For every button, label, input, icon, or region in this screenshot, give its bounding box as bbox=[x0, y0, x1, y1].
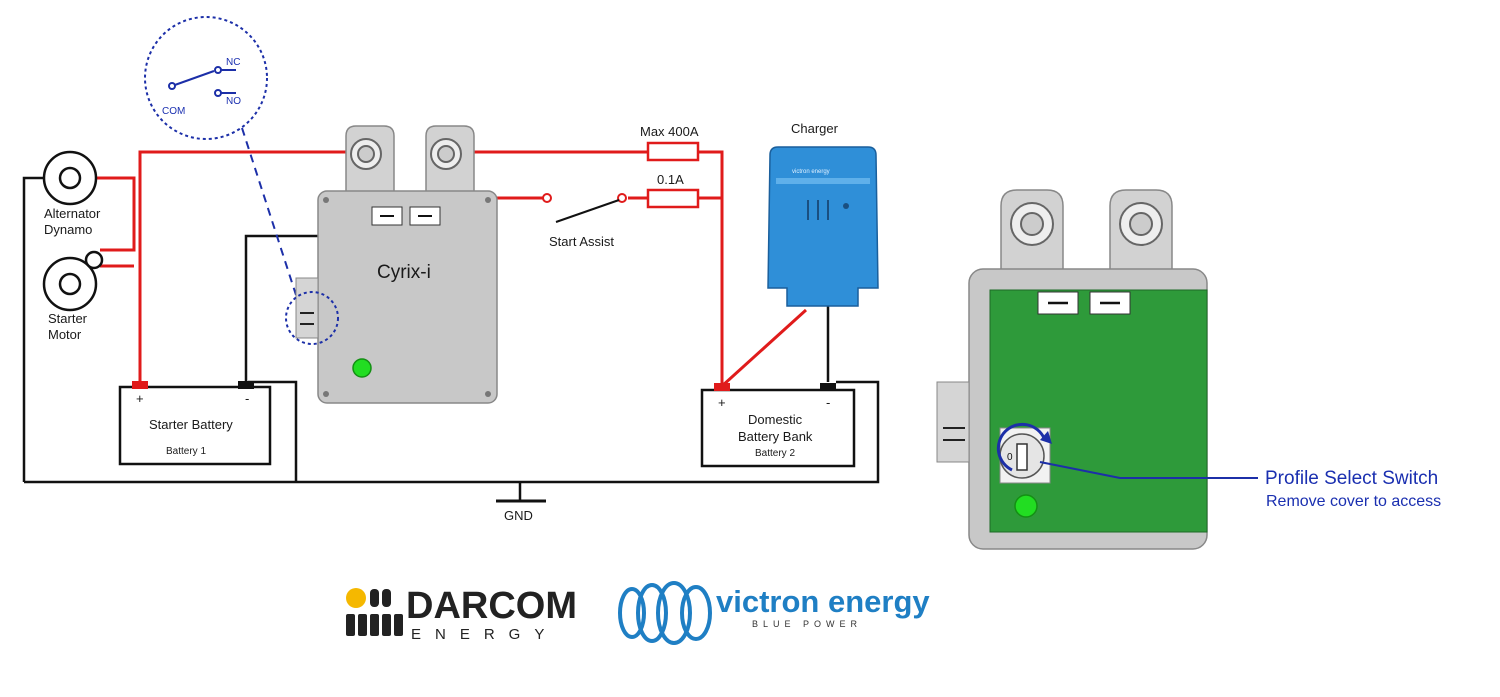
starter-battery-sub: Battery 1 bbox=[166, 446, 206, 457]
profile-switch-knob-label: 0 bbox=[1007, 452, 1013, 463]
charger-label: Charger bbox=[791, 121, 839, 136]
main-fuse bbox=[646, 141, 700, 162]
main-fuse-label: Max 400A bbox=[640, 124, 699, 139]
alternator-label-2: Dynamo bbox=[44, 222, 92, 237]
darcom-logo: DARCOM ENERGY bbox=[346, 585, 577, 643]
darcom-logo-text: DARCOM bbox=[406, 585, 577, 627]
starter-motor-label-1: Starter bbox=[48, 311, 88, 326]
alternator-label-1: Alternator bbox=[44, 206, 101, 221]
starter-battery bbox=[118, 381, 272, 466]
alternator-symbol bbox=[42, 150, 98, 206]
relay-contact-inset: NC NO COM bbox=[144, 16, 297, 296]
starter-motor-symbol bbox=[42, 250, 104, 312]
relay-com-label: COM bbox=[162, 106, 185, 117]
domestic-battery-minus: - bbox=[826, 395, 830, 410]
domestic-battery-line2: Battery Bank bbox=[738, 429, 813, 444]
domestic-battery-line1: Domestic bbox=[748, 412, 803, 427]
start-assist-switch bbox=[542, 193, 627, 223]
profile-switch-title: Profile Select Switch bbox=[1265, 468, 1438, 489]
charger-brand: victron energy bbox=[792, 169, 830, 175]
domestic-battery-plus: + bbox=[718, 395, 726, 410]
victron-logo-subtext: BLUE POWER bbox=[752, 619, 862, 629]
starter-battery-minus: - bbox=[245, 391, 249, 406]
darcom-logo-subtext: ENERGY bbox=[411, 626, 558, 643]
cyrix-unit bbox=[285, 125, 498, 404]
profile-switch-subtitle: Remove cover to access bbox=[1266, 493, 1441, 510]
start-assist-label: Start Assist bbox=[549, 234, 614, 249]
domestic-battery bbox=[700, 383, 856, 468]
cyrix-label: Cyrix-i bbox=[377, 262, 431, 283]
victron-logo-text: victron energy bbox=[716, 584, 930, 619]
cyrix-open-view: 0 bbox=[936, 189, 1258, 550]
charger-unit: Charger victron energy bbox=[767, 121, 879, 307]
start-assist-fuse-label: 0.1A bbox=[657, 172, 684, 187]
relay-no-label: NO bbox=[226, 96, 241, 107]
starter-battery-name: Starter Battery bbox=[149, 417, 233, 432]
victron-logo: victron energy BLUE POWER bbox=[618, 581, 930, 645]
starter-battery-plus: + bbox=[136, 391, 144, 406]
starter-motor-label-2: Motor bbox=[48, 327, 82, 342]
relay-nc-label: NC bbox=[226, 57, 240, 68]
ground-label: GND bbox=[504, 508, 533, 523]
start-assist-fuse bbox=[646, 188, 700, 209]
domestic-battery-sub: Battery 2 bbox=[755, 448, 795, 459]
